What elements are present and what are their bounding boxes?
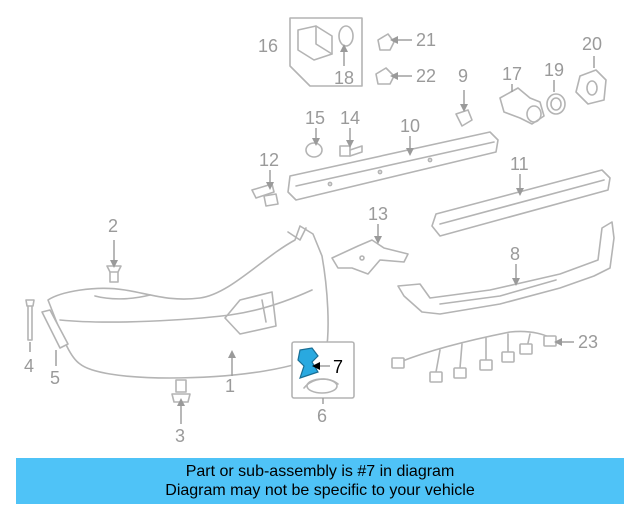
- callout-16: 16: [258, 36, 278, 56]
- callout-13: 13: [368, 204, 388, 224]
- part-7-highlight: [297, 347, 319, 379]
- callout-5: 5: [50, 368, 60, 388]
- callout-6: 6: [317, 406, 327, 426]
- callout-9: 9: [458, 66, 468, 86]
- harness-23-drawing: [391, 330, 557, 383]
- nut-15-drawing: [305, 142, 323, 158]
- callout-15: 15: [305, 108, 325, 128]
- callout-23: 23: [578, 332, 598, 352]
- clip-21-drawing: [377, 33, 395, 51]
- sensor-17-drawing: [499, 87, 545, 125]
- callout-7: 7: [333, 357, 343, 377]
- exploded-parts-diagram: 1 2 3 4 5 6 7 8 9 10 11 12 13 14 15 16 1…: [24, 17, 615, 446]
- callout-labels: 1 2 3 4 5 6 7 8 9 10 11 12 13 14 15 16 1…: [24, 30, 602, 446]
- callout-19: 19: [544, 60, 564, 80]
- info-banner: Part or sub-assembly is #7 in diagram Di…: [16, 458, 624, 504]
- callout-22: 22: [416, 66, 436, 86]
- clip-22-drawing: [375, 67, 395, 85]
- callout-8: 8: [510, 244, 520, 264]
- holder-20-drawing: [575, 69, 607, 105]
- bar-8-drawing: [397, 221, 615, 315]
- bumper-cover-drawing: [47, 225, 329, 379]
- callout-18: 18: [334, 68, 354, 88]
- callout-12: 12: [259, 150, 279, 170]
- callout-3: 3: [175, 426, 185, 446]
- callout-20: 20: [582, 34, 602, 54]
- callout-21: 21: [416, 30, 436, 50]
- inset-16-drawing: [289, 17, 363, 87]
- clip-14-drawing: [339, 145, 363, 157]
- ring-19-drawing: [546, 93, 566, 115]
- callout-14: 14: [340, 108, 360, 128]
- screw-3-drawing: [171, 379, 191, 403]
- clip-9-drawing: [455, 109, 473, 127]
- callout-2: 2: [108, 216, 118, 236]
- callout-11: 11: [510, 154, 529, 174]
- callout-17: 17: [502, 64, 522, 84]
- bolt-12-drawing: [251, 183, 279, 207]
- clip-2-drawing: [106, 265, 122, 283]
- bar-10-drawing: [287, 131, 499, 201]
- pin-4-drawing: [25, 299, 35, 341]
- banner-line-disclaimer: Diagram may not be specific to your vehi…: [165, 482, 475, 499]
- bracket-13-drawing: [331, 239, 409, 275]
- callout-10: 10: [400, 116, 420, 136]
- leader-lines: [29, 36, 595, 424]
- strip-5-drawing: [41, 309, 69, 349]
- callout-1: 1: [225, 376, 235, 396]
- banner-line-part: Part or sub-assembly is #7 in diagram: [185, 463, 455, 480]
- callout-4: 4: [24, 356, 34, 376]
- absorber-11-drawing: [431, 169, 611, 237]
